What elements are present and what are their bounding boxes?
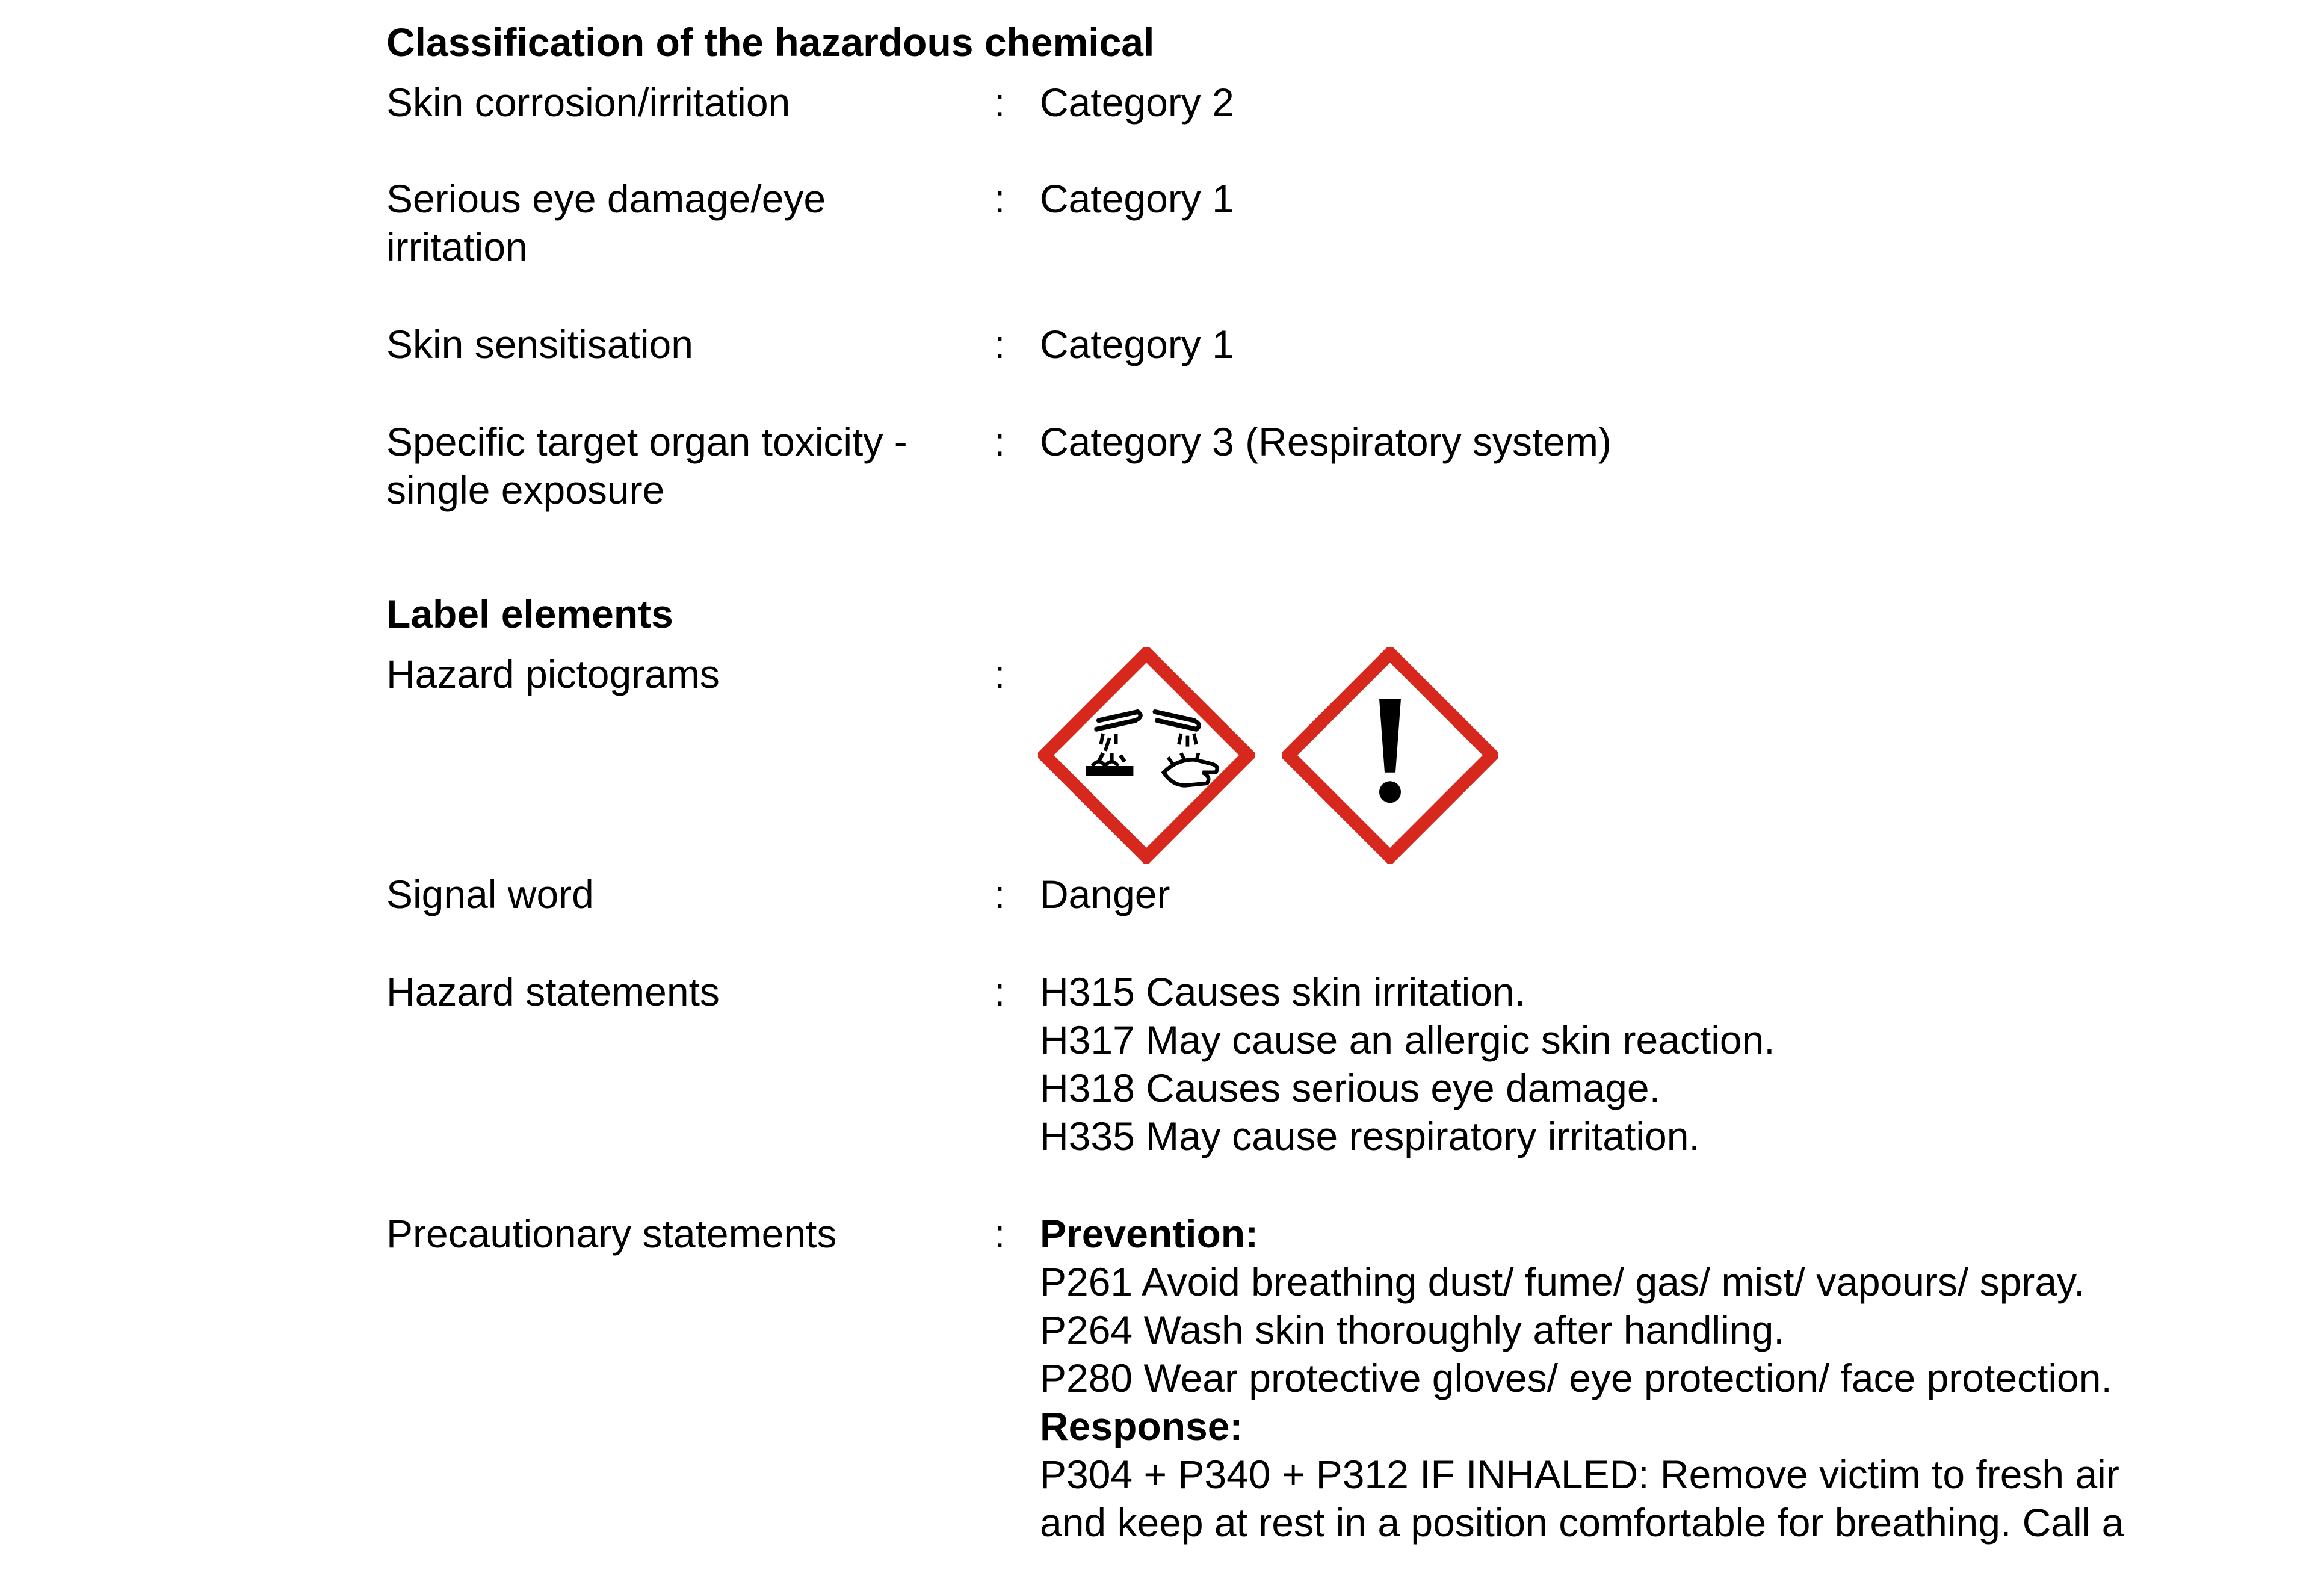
precautionary-statement: P261 Avoid breathing dust/ fume/ gas/ mi… (1040, 1259, 2085, 1304)
corrosion-icon (1038, 647, 1255, 864)
hazard-pictograms (1038, 647, 1507, 870)
row-separator: : (994, 652, 1006, 696)
hazard-statement: H318 Causes serious eye damage. (1040, 1066, 1660, 1110)
row-separator: : (994, 176, 1006, 221)
row-label: Precautionary statements (386, 1211, 837, 1256)
row-value: Category 1 (1040, 322, 1234, 366)
row-separator: : (994, 419, 1006, 464)
hazard-statement: H315 Causes skin irritation. (1040, 969, 1526, 1014)
row-separator: : (994, 322, 1006, 366)
row-label: Specific target organ toxicity - single … (386, 419, 907, 512)
classification-heading: Classification of the hazardous chemical (386, 20, 1155, 64)
precautionary-statement: and keep at rest in a position comfortab… (1040, 1500, 2124, 1545)
row-label: Skin sensitisation (386, 322, 693, 366)
row-label: Hazard pictograms (386, 652, 720, 696)
hazard-statement: H317 May cause an allergic skin reaction… (1040, 1018, 1775, 1062)
response-heading: Response: (1040, 1404, 1243, 1448)
row-value: Category 3 (Respiratory system) (1040, 419, 1612, 464)
precautionary-statement: P304 + P340 + P312 IF INHALED: Remove vi… (1040, 1452, 2119, 1497)
precautionary-statement: P280 Wear protective gloves/ eye protect… (1040, 1356, 2112, 1400)
row-label: Signal word (386, 872, 594, 916)
label-elements-heading: Label elements (386, 592, 673, 636)
row-value: Category 2 (1040, 80, 1234, 125)
row-label: Hazard statements (386, 969, 720, 1014)
hazard-statements-list: H315 Causes skin irritation. H317 May ca… (1040, 968, 2292, 1160)
row-value: Category 1 (1040, 176, 1234, 221)
prevention-heading: Prevention: (1040, 1211, 1259, 1256)
row-separator: : (994, 969, 1006, 1014)
row-label: Serious eye damage/eye irritation (386, 176, 826, 269)
row-label: Skin corrosion/irritation (386, 80, 791, 125)
exclamation-mark-icon (1282, 647, 1498, 864)
precautionary-statement: P264 Wash skin thoroughly after handling… (1040, 1308, 1785, 1352)
signal-word-value: Danger (1040, 872, 1170, 916)
row-separator: : (994, 80, 1006, 125)
hazard-statement: H335 May cause respiratory irritation. (1040, 1114, 1700, 1158)
precautionary-statements-list: Prevention: P261 Avoid breathing dust/ f… (1040, 1210, 2292, 1546)
row-separator: : (994, 1211, 1006, 1256)
row-separator: : (994, 872, 1006, 916)
